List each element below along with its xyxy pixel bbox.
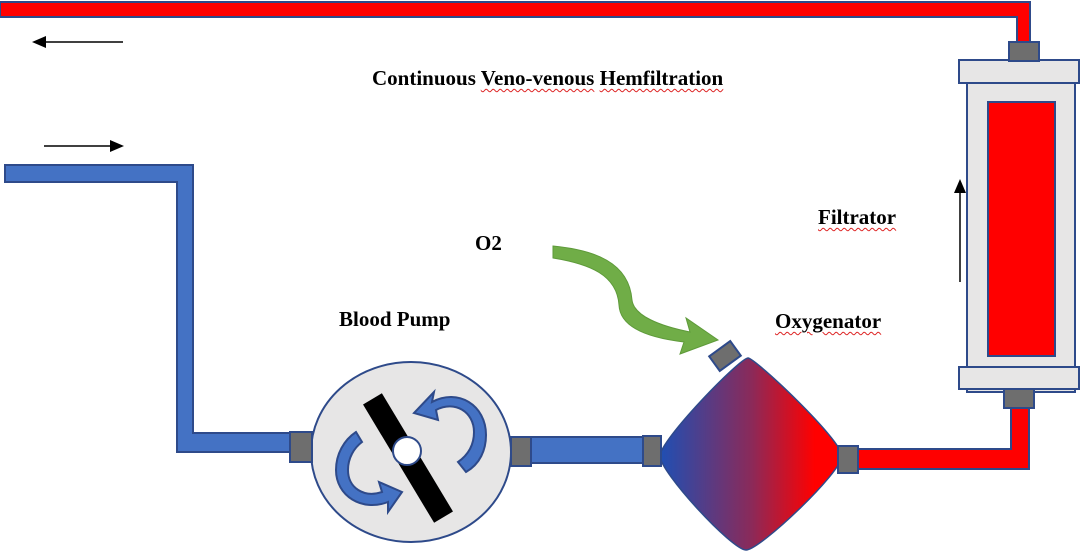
filter-bottom-connector bbox=[1003, 388, 1035, 409]
o2-label: O2 bbox=[475, 231, 502, 255]
oxygenator-label: Oxygenator bbox=[775, 309, 882, 333]
blood-pump bbox=[310, 361, 512, 543]
filtrator bbox=[958, 59, 1080, 393]
return-flow-arrow-icon bbox=[32, 36, 123, 48]
pump-to-oxygenator-tube bbox=[528, 436, 646, 464]
filtrator-label: Filtrator bbox=[818, 205, 897, 229]
filter-top-connector bbox=[1008, 41, 1040, 62]
title-word-3: Hemfiltration bbox=[599, 66, 724, 90]
diagram-title: Continuous Veno-venous Hemfiltration bbox=[372, 68, 723, 89]
inflow-arrow-icon bbox=[44, 140, 124, 152]
rotation-arrow-bottom-icon bbox=[334, 430, 404, 516]
oxygenator-inlet-connector bbox=[642, 435, 662, 467]
return-tube-top bbox=[0, 1, 1031, 43]
oxygenator bbox=[659, 357, 843, 551]
red-tube-lower bbox=[857, 407, 1030, 470]
oxygen-port-connector bbox=[707, 339, 743, 373]
blood-pump-label: Blood Pump bbox=[339, 307, 451, 331]
pump-inlet-connector bbox=[289, 431, 313, 463]
title-word-1: Continuous bbox=[372, 66, 476, 90]
rotation-arrow-top-icon bbox=[412, 388, 488, 474]
inflow-tube bbox=[4, 164, 293, 453]
oxygen-flow-arrow-icon bbox=[552, 245, 720, 355]
oxygenator-outlet-connector bbox=[837, 445, 859, 474]
pump-outlet-connector bbox=[510, 436, 532, 467]
title-word-2: Veno-venous bbox=[480, 66, 595, 90]
filter-flow-arrow-icon bbox=[954, 179, 966, 282]
